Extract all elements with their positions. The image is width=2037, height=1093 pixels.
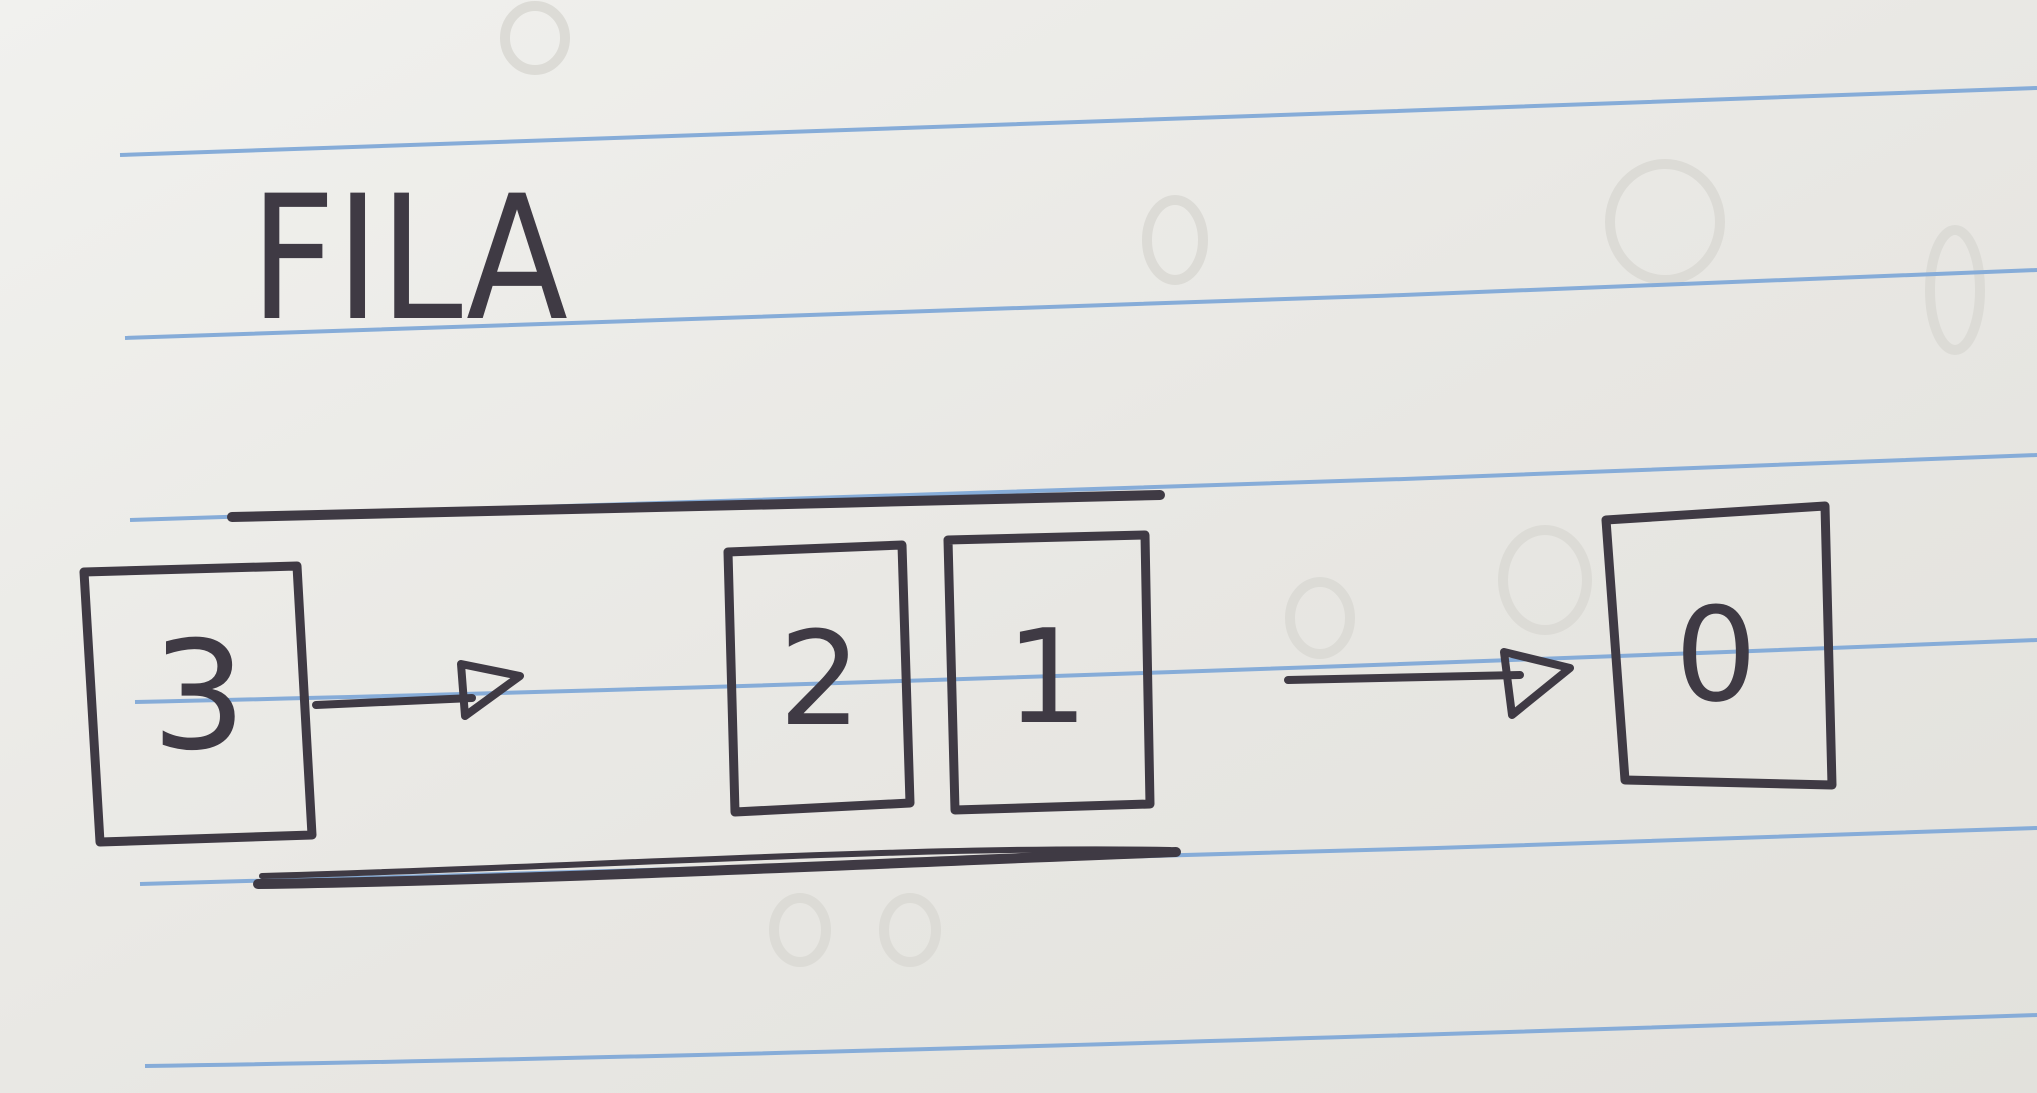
enqueue-arrow-head bbox=[457, 660, 524, 720]
dequeue-arrow-shaft bbox=[1284, 671, 1524, 684]
diagram-title: FILA bbox=[250, 158, 568, 359]
enqueue-arrow-shaft bbox=[312, 694, 476, 709]
node-3: 3 bbox=[79, 561, 317, 847]
node-3-box bbox=[79, 561, 317, 847]
node-2-label: 2 bbox=[779, 603, 862, 755]
node-0-box bbox=[1601, 501, 1837, 790]
node-1-label: 1 bbox=[1006, 601, 1089, 753]
queue-bottom-rail-retrace bbox=[259, 846, 1173, 879]
dequeue-arrow bbox=[1284, 648, 1574, 719]
node-0-label: 0 bbox=[1675, 579, 1758, 731]
paper-show-through bbox=[500, 1, 1985, 967]
queue-bottom-rail bbox=[253, 847, 1181, 889]
dequeue-arrow-head bbox=[1500, 648, 1574, 719]
queue-top-rail bbox=[227, 490, 1165, 522]
queue-channel bbox=[227, 490, 1181, 889]
node-2: 2 bbox=[723, 540, 915, 817]
node-1: 1 bbox=[943, 530, 1155, 815]
enqueue-arrow bbox=[312, 660, 524, 720]
node-3-label: 3 bbox=[151, 610, 246, 784]
node-2-box bbox=[723, 540, 915, 817]
node-1-box bbox=[943, 530, 1155, 815]
node-0: 0 bbox=[1601, 501, 1837, 790]
